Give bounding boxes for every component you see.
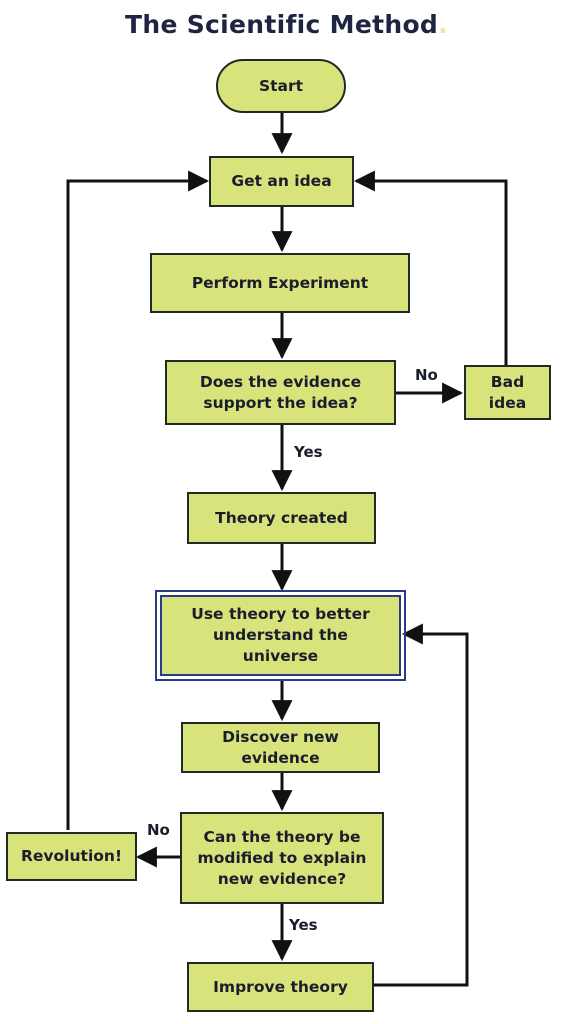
- evidence-decision-node: Does the evidence support the idea?: [165, 360, 396, 425]
- arrow-revolution-to-idea: [66, 170, 210, 830]
- title-text: The Scientific Method: [125, 10, 439, 39]
- get-idea-node: Get an idea: [209, 156, 354, 207]
- arrow-bad-to-idea: [353, 170, 508, 365]
- no-label-bad-idea: No: [415, 366, 438, 384]
- yes-label-theory: Yes: [294, 443, 323, 461]
- start-node: Start: [216, 59, 346, 113]
- perform-experiment-node: Perform Experiment: [150, 253, 410, 313]
- use-theory-node: Use theory to better understand the univ…: [155, 590, 406, 681]
- revolution-node: Revolution!: [6, 832, 137, 881]
- modify-decision-node: Can the theory be modified to explain ne…: [180, 812, 384, 904]
- discover-evidence-node: Discover new evidence: [181, 722, 380, 773]
- yes-label-improve: Yes: [289, 916, 318, 934]
- page-title: The Scientific Method.: [0, 10, 573, 39]
- no-label-revolution: No: [147, 821, 170, 839]
- theory-created-node: Theory created: [187, 492, 376, 544]
- arrow-improve-to-use: [374, 623, 469, 987]
- improve-theory-node: Improve theory: [187, 962, 374, 1012]
- bad-idea-node: Bad idea: [464, 365, 551, 420]
- title-dot: .: [438, 10, 448, 39]
